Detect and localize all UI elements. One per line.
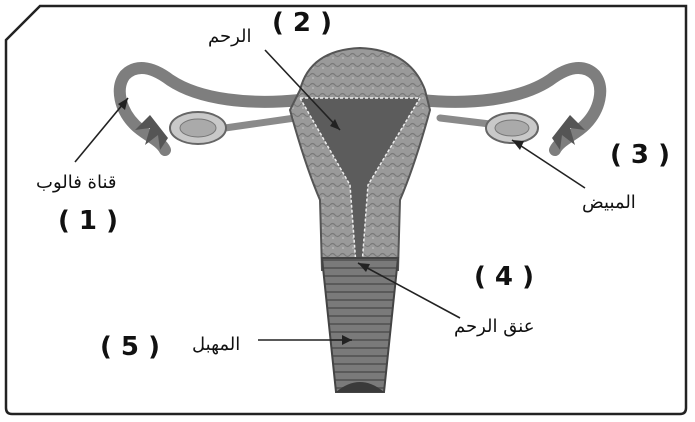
number-4: ( 4 ) — [474, 262, 534, 292]
pointer-fallopian-tube — [75, 98, 128, 162]
label-uterus: الرحم — [208, 26, 252, 47]
number-2: ( 2 ) — [272, 8, 332, 38]
number-1: ( 1 ) — [58, 206, 118, 236]
label-fallopian-tube: قناة فالوب — [36, 172, 117, 193]
label-vagina: المهبل — [192, 334, 240, 355]
label-cervix: عنق الرحم — [454, 316, 534, 337]
number-5: ( 5 ) — [100, 332, 160, 362]
label-ovary: المبيض — [582, 192, 636, 213]
number-3: ( 3 ) — [610, 140, 670, 170]
pointer-ovary — [512, 140, 585, 188]
